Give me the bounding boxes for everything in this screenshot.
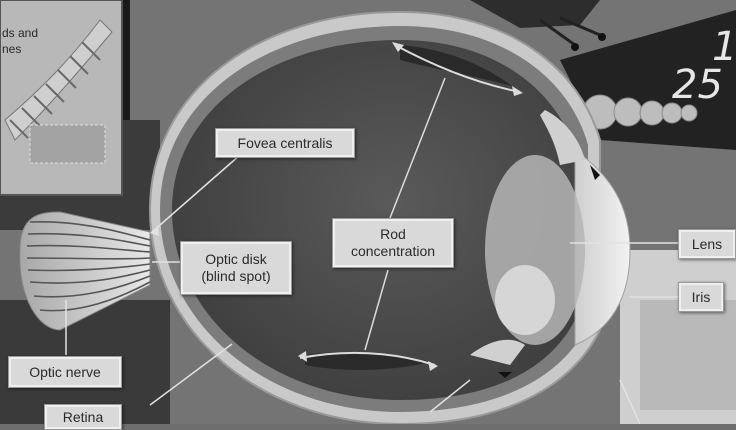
label-optic-nerve: Optic nerve [8,356,122,388]
label-optic-disk: Optic disk (blind spot) [180,241,292,295]
label-rod-concentration: Rod concentration [332,218,454,268]
label-retina: Retina [44,404,122,430]
inset-caption-line-2: nes [2,42,21,56]
label-iris: Iris [678,282,724,312]
label-lens: Lens [678,229,736,259]
corner-number: 25 [672,62,723,108]
label-fovea-centralis: Fovea centralis [215,128,355,158]
inset-caption-line-1: ds and [2,26,38,40]
